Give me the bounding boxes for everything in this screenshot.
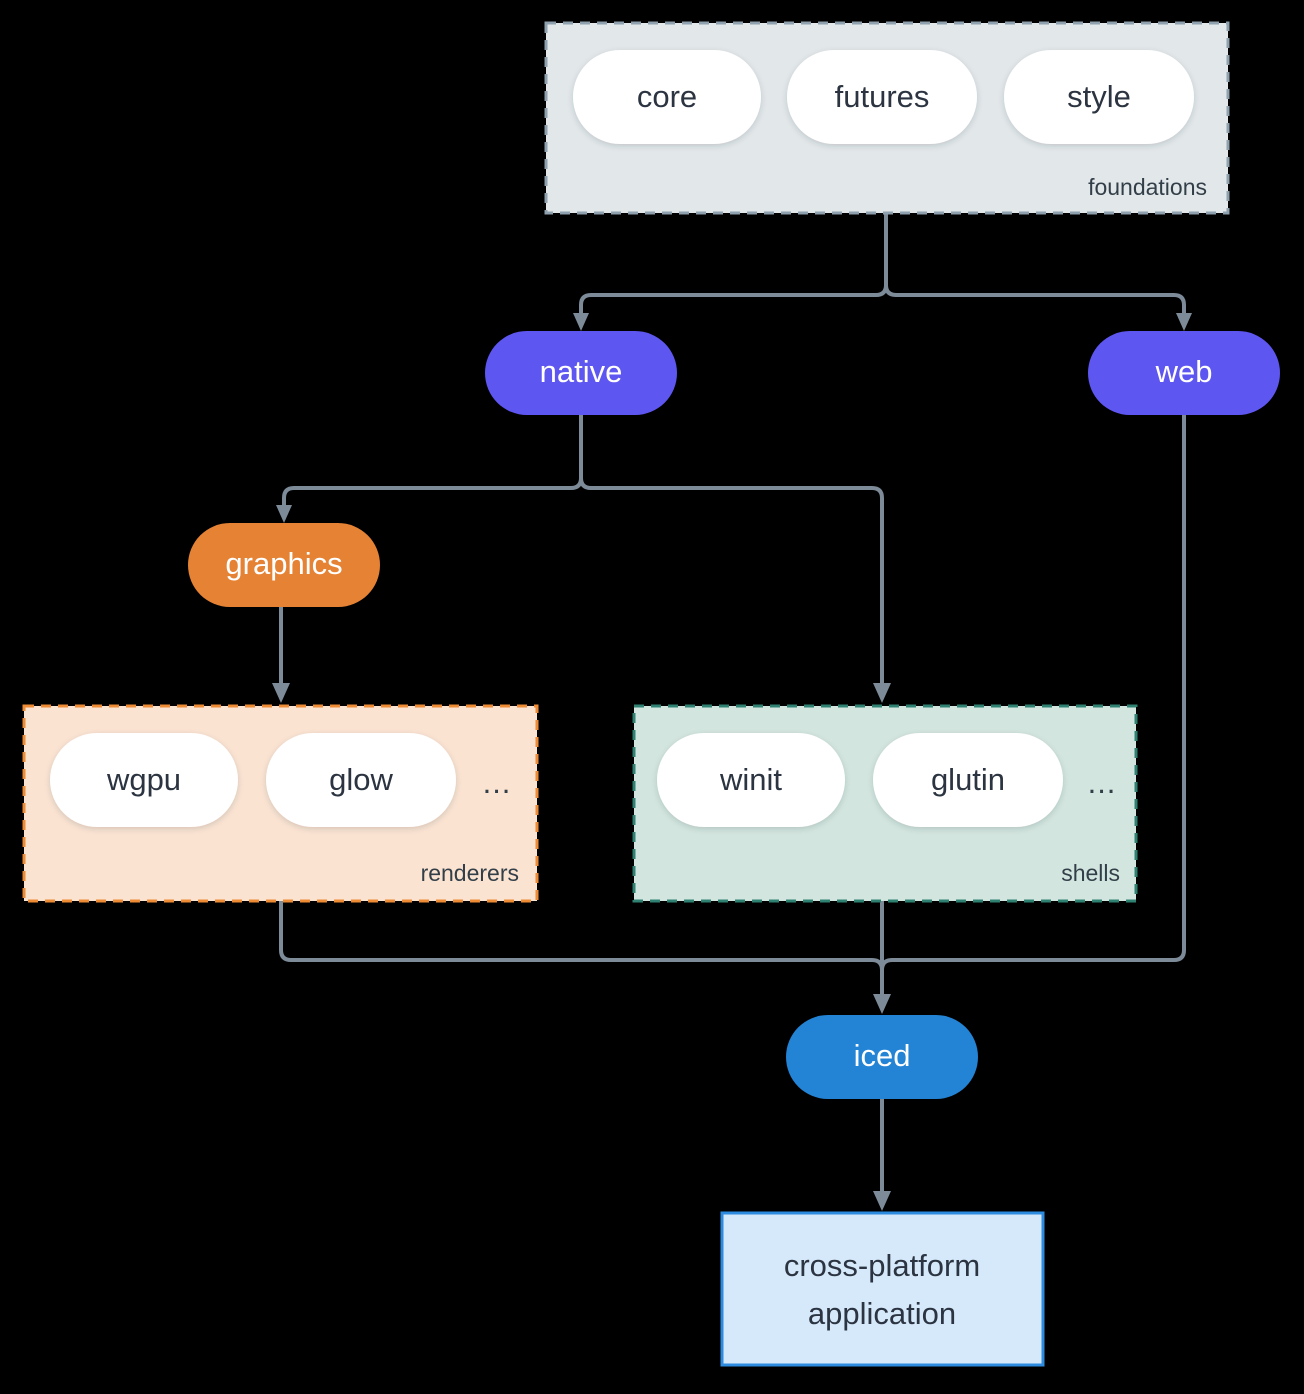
arrow-foundations-to-web [1176, 313, 1192, 331]
pill-glutin-shape [873, 733, 1063, 827]
pill-style-shape [1004, 50, 1194, 144]
arrow-to-iced [873, 994, 891, 1014]
node-native[interactable]: native [485, 331, 677, 415]
pill-glow-label: glow [329, 762, 393, 797]
pill-winit[interactable]: winit [657, 733, 845, 827]
edge-native-split [282, 415, 583, 512]
arrow-native-to-shells [873, 683, 891, 703]
node-application-line2: application [808, 1296, 956, 1331]
pill-core-label: core [637, 79, 697, 114]
node-web[interactable]: web [1088, 331, 1280, 415]
arrow-foundations-to-native [573, 313, 589, 331]
pill-glow[interactable]: glow [266, 733, 456, 827]
node-iced[interactable]: iced [786, 1015, 978, 1099]
pill-futures-shape [787, 50, 977, 144]
node-native-shape [485, 331, 677, 415]
pill-glow-shape [266, 733, 456, 827]
pill-futures[interactable]: futures [787, 50, 977, 144]
node-application-shape [720, 1211, 1045, 1367]
edge-native-to-shells [579, 477, 884, 690]
edge-foundations-to-web [884, 284, 1186, 320]
arrow-iced-to-application [873, 1191, 891, 1211]
pill-wgpu[interactable]: wgpu [50, 733, 238, 827]
pill-glutin-label: glutin [931, 762, 1005, 797]
pill-futures-label: futures [835, 79, 930, 114]
cluster-shells-label: shells [1061, 860, 1120, 886]
arrow-graphics-to-renderers [272, 683, 290, 703]
cluster-renderers-label: renderers [421, 860, 519, 886]
pill-glutin[interactable]: glutin [873, 733, 1063, 827]
node-native-label: native [540, 354, 623, 389]
edge-layer [272, 213, 1192, 1211]
pill-wgpu-shape [50, 733, 238, 827]
pill-winit-label: winit [719, 762, 782, 797]
node-iced-shape [786, 1015, 978, 1099]
node-graphics[interactable]: graphics [188, 523, 380, 607]
node-graphics-label: graphics [225, 546, 342, 581]
renderers-ellipsis: ... [483, 765, 512, 800]
pill-wgpu-label: wgpu [106, 762, 181, 797]
pill-winit-shape [657, 733, 845, 827]
node-graphics-shape [188, 523, 380, 607]
edge-renderers-to-iced [279, 901, 884, 1000]
pill-style-label: style [1067, 79, 1131, 114]
shells-ellipsis: ... [1088, 765, 1117, 800]
pill-core[interactable]: core [573, 50, 761, 144]
node-application-line1: cross-platform [784, 1248, 980, 1283]
node-iced-label: iced [854, 1038, 911, 1073]
edge-web-to-iced [880, 415, 1186, 1000]
arrow-native-to-graphics [276, 505, 292, 523]
node-cross-platform-application[interactable]: cross-platform application [720, 1211, 1045, 1367]
edge-foundations-split [579, 213, 888, 320]
pill-core-shape [573, 50, 761, 144]
cluster-foundations-label: foundations [1088, 174, 1207, 200]
node-web-shape [1088, 331, 1280, 415]
node-web-label: web [1155, 354, 1213, 389]
pill-style[interactable]: style [1004, 50, 1194, 144]
